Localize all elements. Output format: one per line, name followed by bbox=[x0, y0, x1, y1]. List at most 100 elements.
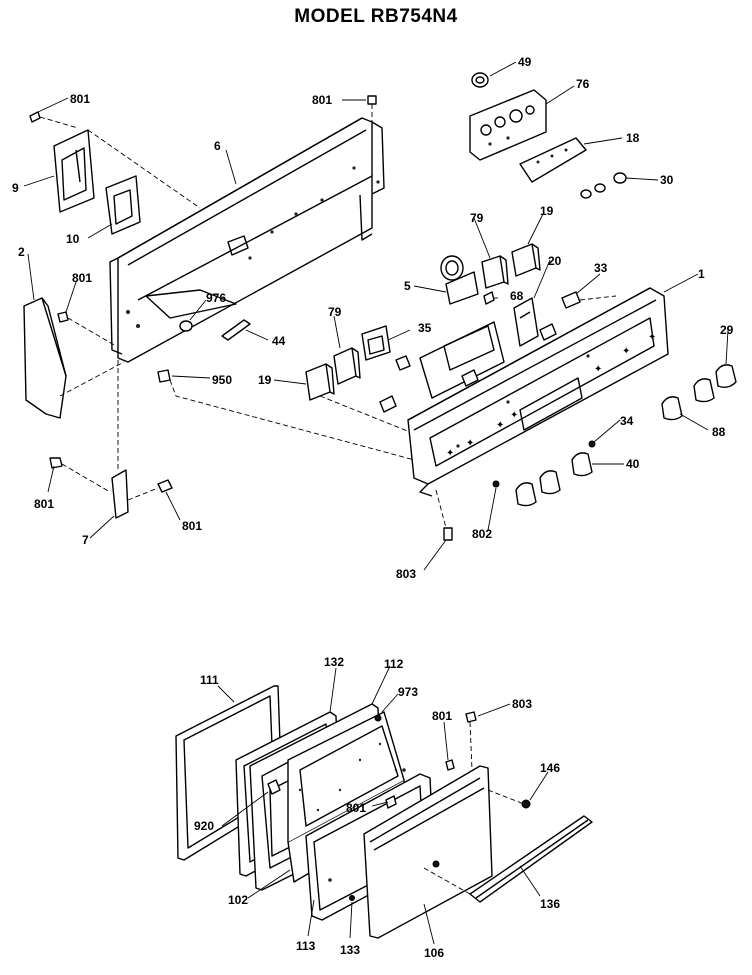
callout-49: 49 bbox=[518, 55, 532, 69]
part-920-fastener bbox=[267, 779, 281, 795]
svg-text:✦: ✦ bbox=[466, 438, 474, 449]
callout-29: 29 bbox=[720, 323, 734, 337]
screw-801-lowerright bbox=[157, 479, 173, 493]
svg-text:✦: ✦ bbox=[648, 332, 656, 343]
part-76-clock-timer bbox=[469, 89, 547, 161]
part-950-clip bbox=[157, 369, 423, 463]
callout-803: 803 bbox=[396, 567, 416, 581]
callout-973: 973 bbox=[398, 685, 418, 699]
callout-19: 19 bbox=[258, 373, 272, 387]
callout-132: 132 bbox=[324, 655, 344, 669]
callout-801: 801 bbox=[432, 709, 452, 723]
callout-801: 801 bbox=[70, 92, 90, 106]
part-79-switch-lower bbox=[333, 347, 361, 385]
callout-801: 801 bbox=[312, 93, 332, 107]
svg-text:✦: ✦ bbox=[496, 420, 504, 431]
part-136-handle bbox=[423, 815, 593, 903]
part-1-control-panel: ✦ ✦ ✦ ✦ ✦ ✦ ✦ bbox=[407, 287, 669, 497]
diagram-title: MODEL RB754N4 bbox=[294, 6, 458, 27]
callout-76: 76 bbox=[576, 77, 590, 91]
part-29-knob bbox=[715, 364, 737, 389]
part-35-switch bbox=[361, 325, 391, 361]
callout-30: 30 bbox=[660, 173, 674, 187]
part-18-overlay bbox=[519, 137, 587, 183]
callout-113: 113 bbox=[296, 939, 316, 953]
callout-9: 9 bbox=[12, 181, 19, 195]
callout-801: 801 bbox=[182, 519, 202, 533]
part-6-backguard-frame bbox=[109, 117, 385, 363]
part-803-screw-upper bbox=[435, 489, 453, 541]
screw-801-topleft bbox=[29, 111, 79, 129]
screw-801-door bbox=[385, 759, 455, 809]
callout-labels: 801 801 6 9 10 2 801 976 44 950 801 801 … bbox=[12, 55, 734, 960]
callout-20: 20 bbox=[548, 254, 562, 268]
part-88-knobs bbox=[661, 378, 715, 421]
callout-79: 79 bbox=[328, 305, 342, 319]
callout-976: 976 bbox=[206, 291, 226, 305]
part-9-bracket bbox=[53, 129, 201, 213]
part-106-outer-door bbox=[363, 765, 493, 939]
part-49-knob bbox=[471, 72, 489, 88]
svg-text:✦: ✦ bbox=[594, 364, 602, 375]
part-2-side-trim bbox=[23, 297, 125, 419]
inner-control-panel bbox=[419, 321, 505, 399]
callout-1: 1 bbox=[698, 267, 705, 281]
callout-136: 136 bbox=[540, 897, 560, 911]
callout-33: 33 bbox=[594, 261, 608, 275]
callout-88: 88 bbox=[712, 425, 726, 439]
part-68-bracket bbox=[483, 291, 495, 305]
part-5-relay bbox=[440, 255, 479, 305]
screw-801-lowerleft bbox=[49, 457, 111, 493]
callout-79: 79 bbox=[470, 211, 484, 225]
part-40-knobs bbox=[515, 452, 593, 507]
part-10-bracket bbox=[105, 175, 141, 235]
part-44-handle-clip bbox=[221, 319, 251, 341]
part-133-screw bbox=[349, 895, 355, 901]
callout-146: 146 bbox=[540, 761, 560, 775]
callout-111: 111 bbox=[200, 673, 219, 687]
callout-801: 801 bbox=[34, 497, 54, 511]
screw-801-left bbox=[57, 311, 117, 347]
callout-803: 803 bbox=[512, 697, 532, 711]
part-7-bracket bbox=[111, 360, 159, 519]
small-clips bbox=[379, 323, 557, 413]
callout-2: 2 bbox=[18, 245, 25, 259]
svg-text:✦: ✦ bbox=[446, 448, 454, 459]
callout-802: 802 bbox=[472, 527, 492, 541]
callout-133: 133 bbox=[340, 943, 360, 957]
callout-18: 18 bbox=[626, 131, 640, 145]
part-973-screw bbox=[374, 714, 382, 722]
callout-10: 10 bbox=[66, 232, 80, 246]
callout-801: 801 bbox=[346, 801, 366, 815]
callout-7: 7 bbox=[82, 533, 89, 547]
part-20-bracket bbox=[513, 297, 539, 347]
callout-950: 950 bbox=[212, 373, 232, 387]
part-30-knobs bbox=[580, 172, 627, 199]
callout-102: 102 bbox=[228, 893, 248, 907]
callout-801: 801 bbox=[72, 271, 92, 285]
callout-68: 68 bbox=[510, 289, 524, 303]
callout-106: 106 bbox=[424, 946, 444, 960]
svg-text:✦: ✦ bbox=[622, 346, 630, 357]
lower-leader-lines bbox=[217, 665, 549, 945]
part-79-switch-upper bbox=[481, 255, 509, 289]
svg-text:✦: ✦ bbox=[510, 410, 518, 421]
callout-19: 19 bbox=[540, 204, 554, 218]
screw-801-topcenter bbox=[367, 95, 377, 122]
callout-920: 920 bbox=[194, 819, 214, 833]
callout-5: 5 bbox=[404, 279, 411, 293]
callout-34: 34 bbox=[620, 414, 634, 428]
callout-6: 6 bbox=[214, 139, 221, 153]
screw-803-door bbox=[465, 711, 477, 771]
part-19-switch-lower bbox=[305, 363, 421, 437]
part-802-screw bbox=[492, 480, 500, 488]
callout-40: 40 bbox=[626, 457, 640, 471]
callout-112: 112 bbox=[384, 657, 404, 671]
part-976-plug bbox=[179, 320, 193, 332]
callout-35: 35 bbox=[418, 321, 432, 335]
part-146-screw bbox=[487, 789, 531, 809]
upper-leader-lines bbox=[23, 61, 729, 571]
part-19-switch-upper bbox=[511, 243, 541, 277]
part-33-bracket bbox=[561, 291, 617, 309]
